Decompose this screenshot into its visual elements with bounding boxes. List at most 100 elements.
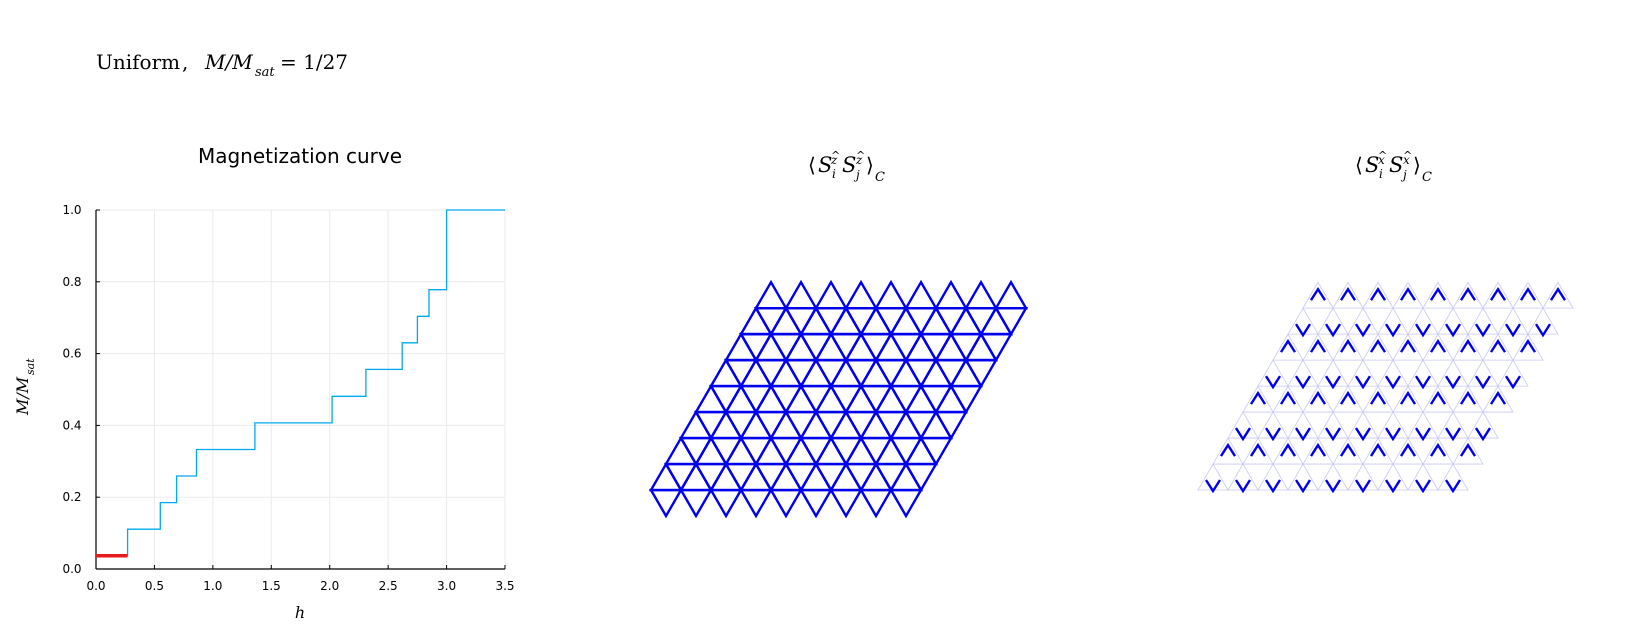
zz-bond-triangle-up — [693, 435, 729, 466]
xx-faint-triangle — [1317, 359, 1349, 387]
xx-faint-triangle — [1407, 463, 1439, 491]
zz-bond-triangle-down — [828, 384, 864, 415]
xx-bond-chevron-down — [1264, 479, 1282, 494]
xx-bond-chevron-down — [1354, 479, 1372, 494]
xx-faint-triangle — [1482, 385, 1514, 413]
zz-bond-triangle-down — [948, 384, 984, 415]
zz-bond-triangle-down — [648, 488, 684, 519]
zz-bond-triangle-down — [843, 462, 879, 493]
zz-bond-triangle-up — [903, 383, 939, 414]
zz-bond-triangle-down — [933, 410, 969, 441]
zz-bond-triangle-down — [888, 488, 924, 519]
zz-bond-triangle-up — [993, 279, 1029, 310]
zz-bond-triangle-down — [903, 306, 939, 337]
xx-faint-triangle — [1452, 333, 1484, 361]
xx-faint-triangle — [1437, 359, 1469, 387]
zz-bond-triangle-down — [873, 410, 909, 441]
zz-bond-triangle-down — [858, 332, 894, 363]
zz-bond-triangle-down — [918, 436, 954, 467]
zz-bond-triangle-up — [888, 461, 924, 492]
zz-bond-triangle-down — [753, 306, 789, 337]
xx-faint-triangle — [1317, 411, 1349, 439]
xx-faint-triangle — [1332, 281, 1364, 309]
xx-faint-triangle — [1317, 463, 1349, 491]
xx-title-hat1: ^ — [1378, 149, 1387, 162]
xx-faint-triangle — [1317, 307, 1349, 335]
zz-bond-triangle-up — [648, 461, 684, 492]
xx-bond-chevron-down — [1384, 427, 1402, 442]
xx-faint-triangle — [1422, 385, 1454, 413]
xx-faint-triangle — [1497, 307, 1529, 335]
zz-bond-triangle-up — [708, 409, 744, 440]
zz-bond-triangle-up — [828, 357, 864, 388]
xx-faint-triangle — [1422, 281, 1454, 309]
xx-lattice — [1197, 281, 1574, 494]
xx-bond-chevron-up — [1369, 442, 1387, 457]
zz-bond-triangle-down — [813, 358, 849, 389]
zz-bond-triangle-down — [858, 436, 894, 467]
zz-bond-triangle-down — [843, 306, 879, 337]
xx-faint-triangle — [1257, 411, 1289, 439]
xx-faint-triangle — [1242, 385, 1274, 413]
xx-title-s1: S — [1365, 153, 1379, 177]
xx-faint-triangle — [1467, 359, 1499, 387]
zz-bond-triangle-up — [798, 461, 834, 492]
xx-bond-chevron-down — [1294, 323, 1312, 338]
xx-faint-triangle — [1347, 359, 1379, 387]
xx-faint-triangle — [1272, 437, 1304, 465]
xx-bond-chevron-down — [1324, 427, 1342, 442]
zz-bond-triangle-up — [873, 279, 909, 310]
xx-bond-chevron-up — [1519, 338, 1537, 353]
zz-bond-triangle-up — [663, 435, 699, 466]
zz-bond-triangle-up — [858, 357, 894, 388]
xx-faint-triangle — [1392, 281, 1424, 309]
xx-bond-chevron-up — [1309, 442, 1327, 457]
zz-bond-triangle-up — [918, 357, 954, 388]
zz-bond-triangle-down — [708, 488, 744, 519]
xx-bond-chevron-down — [1264, 375, 1282, 390]
xx-faint-triangle — [1392, 437, 1424, 465]
xx-faint-triangle — [1332, 333, 1364, 361]
xx-bond-chevron-down — [1414, 375, 1432, 390]
zz-bond-triangle-down — [918, 384, 954, 415]
zz-bond-triangle-up — [933, 279, 969, 310]
xx-faint-triangle — [1257, 463, 1289, 491]
zz-bond-triangle-down — [813, 462, 849, 493]
xx-faint-triangle — [1377, 463, 1409, 491]
zz-bond-triangle-up — [768, 305, 804, 336]
y-tick-label: 1.0 — [62, 203, 81, 217]
zz-bond-triangle-down — [888, 384, 924, 415]
xx-faint-triangle — [1437, 463, 1469, 491]
xx-bond-chevron-up — [1309, 338, 1327, 353]
zz-bond-triangle-down — [978, 332, 1014, 363]
x-tick-label: 0.0 — [86, 579, 105, 593]
xx-faint-triangle — [1362, 281, 1394, 309]
zz-bond-triangle-up — [963, 331, 999, 362]
zz-bond-triangle-up — [948, 357, 984, 388]
zz-bond-triangle-down — [723, 410, 759, 441]
zz-title-s2: S — [842, 153, 856, 177]
figure-header: Uniform , M/M sat = 1/27 — [96, 50, 348, 80]
xx-faint-triangle — [1407, 307, 1439, 335]
zz-title-s1: S — [818, 153, 832, 177]
xx-bond-chevron-up — [1549, 286, 1567, 301]
zz-bond-triangle-up — [723, 331, 759, 362]
xx-bond-chevron-down — [1234, 427, 1252, 442]
zz-bond-triangle-down — [768, 436, 804, 467]
zz-bond-triangle-up — [828, 461, 864, 492]
xx-faint-triangle — [1272, 385, 1304, 413]
zz-bond-triangle-up — [873, 383, 909, 414]
zz-bond-triangle-down — [828, 436, 864, 467]
xx-faint-triangle — [1242, 437, 1274, 465]
zz-title-hat2: ^ — [856, 149, 865, 162]
xx-bond-chevron-down — [1444, 427, 1462, 442]
xx-bond-chevron-up — [1369, 338, 1387, 353]
magnetization-step-line — [96, 209, 505, 557]
zz-bond-triangle-up — [708, 461, 744, 492]
y-tick-label: 0.0 — [62, 562, 81, 576]
xx-faint-triangle — [1332, 385, 1364, 413]
zz-bond-triangle-down — [678, 488, 714, 519]
xx-bond-chevron-up — [1339, 286, 1357, 301]
